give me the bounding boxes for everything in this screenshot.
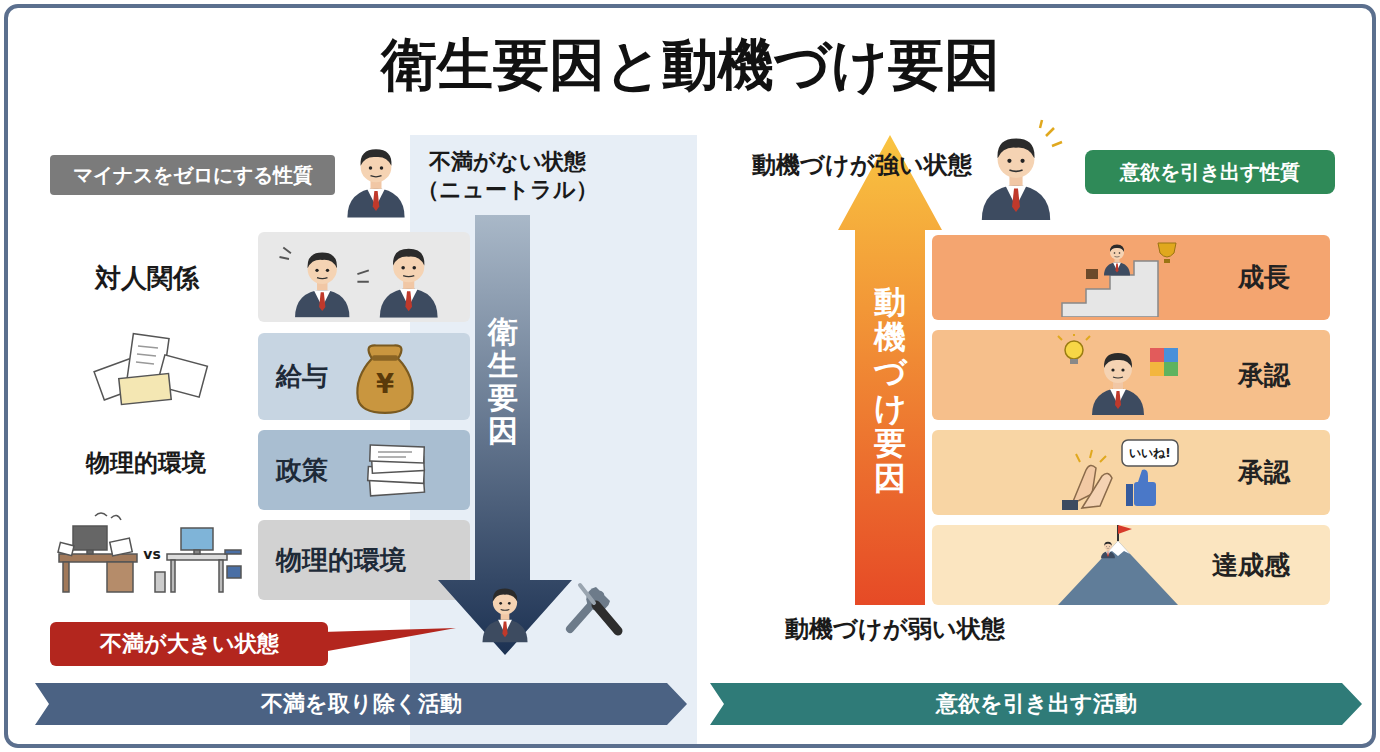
stairs-icon (1062, 243, 1176, 317)
dissatisfaction-callout-shape (50, 622, 328, 666)
tools-icon (570, 585, 618, 631)
motivator-band: 達成感 (932, 525, 1330, 605)
node-label: 意欲を引き出す活動 (936, 689, 1137, 719)
factor-band-shape (258, 520, 470, 600)
stack-icon (368, 445, 425, 496)
stairs-icon (1052, 239, 1182, 317)
motivated-person (982, 139, 1050, 220)
bag-icon (357, 345, 412, 412)
like-bubble-text: いいね! (1122, 440, 1178, 466)
page-frame (6, 6, 1374, 746)
node-label: 承認 (1238, 358, 1290, 393)
hygiene-arrow-shape (438, 215, 572, 655)
motivated-person (1040, 120, 1062, 146)
node-label: 承認 (1238, 455, 1290, 490)
factor-band-shape (258, 333, 470, 420)
arrow-label: 衛生要因 (488, 315, 518, 447)
property-badge-shape (50, 155, 335, 195)
motivator-band: 承認 (932, 330, 1330, 420)
relations-band (258, 232, 470, 322)
comparison-mark: vs (140, 546, 164, 564)
idea-icon (1052, 334, 1182, 418)
factor-band: 政策 (258, 430, 470, 510)
motivator-band-shape (932, 235, 1330, 320)
node-label: 給与 (276, 359, 328, 394)
factor-band-shape (258, 430, 470, 510)
person-icon (479, 581, 531, 643)
node-label: マイナスをゼロにする性質 (73, 162, 313, 189)
relations-band (280, 248, 438, 318)
callout-pointer (322, 628, 456, 652)
dissatisfaction-callout: 不満が大きい状態 (50, 622, 328, 666)
node-label: 意欲を引き出す性質 (1120, 159, 1300, 186)
arrow-label: 動機づけ要因 (874, 285, 906, 496)
state-label: 不満がない状態 （ニュートラル） (412, 148, 602, 203)
property-badge-shape (1085, 150, 1335, 194)
clap-icon (1062, 440, 1178, 510)
neutral-person (347, 149, 404, 217)
scattered-papers (94, 334, 207, 405)
motivator-band: 成長 (932, 235, 1330, 320)
motivator-arrow-shape (838, 135, 942, 605)
mountain-icon (1058, 525, 1178, 605)
state-label: 動機づけが強い状態 (752, 150, 972, 180)
activity-bar: 意欲を引き出す活動 (710, 683, 1362, 725)
stack-icon (362, 438, 432, 502)
callout-pointer (322, 628, 456, 652)
person-icon (482, 589, 527, 643)
factor-label: 物理的環境 (86, 448, 206, 478)
node-label: 成長 (1238, 260, 1290, 295)
motivator-arrow: 動機づけ要因 (838, 135, 942, 605)
node-label: 物理的環境 (276, 543, 406, 578)
motivator-band-shape (932, 430, 1330, 515)
property-badge: 意欲を引き出す性質 (1085, 150, 1335, 194)
page-frame (6, 6, 1374, 746)
motivator-band-shape (932, 525, 1330, 605)
desk-comparison (58, 513, 241, 592)
diagram-title: 衛生要因と動機づけ要因 (0, 28, 1380, 104)
tools-icon (570, 585, 618, 631)
factor-band: 物理的環境 (258, 520, 470, 600)
desk-comparison (58, 513, 241, 592)
clap-icon (1052, 434, 1182, 512)
activity-bar: 不満を取り除く活動 (35, 683, 687, 725)
motivator-band: 承認 (932, 430, 1330, 515)
motivated-person (982, 120, 1062, 220)
relations-band (258, 232, 470, 322)
node-label: 不満を取り除く活動 (261, 689, 462, 719)
hygiene-arrow: 衛生要因 (438, 215, 572, 655)
yen-mark: ¥ (371, 368, 399, 401)
idea-icon (1058, 332, 1178, 415)
activity-bar-shape (35, 683, 687, 725)
motivator-band-shape (932, 330, 1330, 420)
state-label: 動機づけが弱い状態 (785, 614, 1005, 644)
node-label: 政策 (276, 453, 328, 488)
property-badge: マイナスをゼロにする性質 (50, 155, 335, 195)
activity-bar-shape (710, 683, 1362, 725)
mountain-icon (1052, 525, 1182, 605)
scattered-papers (94, 334, 207, 405)
node-label: 達成感 (1212, 548, 1290, 583)
neutral-person (347, 149, 404, 217)
node-label: 不満が大きい状態 (100, 629, 279, 659)
factor-band: 給与 (258, 333, 470, 420)
factor-label: 対人関係 (95, 262, 199, 295)
